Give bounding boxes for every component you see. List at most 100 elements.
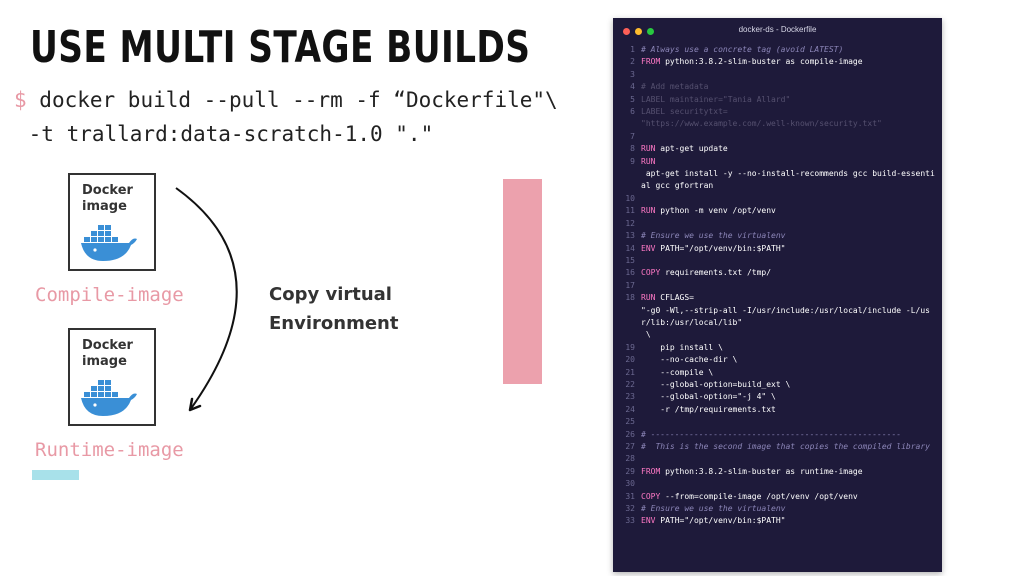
runtime-image-label: Runtime-image <box>35 439 184 461</box>
code-line-text: # Add metadata <box>641 82 709 92</box>
code-line-text <box>641 453 936 465</box>
line-number: 8 <box>630 144 635 154</box>
maximize-window-icon[interactable] <box>647 28 654 35</box>
code-line: 11 RUN python -m venv /opt/venv <box>613 205 942 217</box>
docker-image-box-runtime: Docker image <box>68 328 156 426</box>
code-line-text: -r /tmp/requirements.txt <box>641 404 776 414</box>
code-line-text: # Ensure we use the virtualenv <box>641 504 786 514</box>
line-number: 21 <box>625 367 635 377</box>
line-number: 20 <box>625 355 635 365</box>
window-titlebar: docker-ds - Dockerfile <box>613 18 942 44</box>
line-number <box>613 305 641 330</box>
command-line-1: $ docker build --pull --rm -f “Dockerfil… <box>14 88 558 112</box>
code-line-text: COPY requirements.txt /tmp/ <box>641 268 772 278</box>
slide-title: USE MULTI STAGE BUILDS <box>30 22 531 73</box>
code-line-text: pip install \ <box>641 342 723 352</box>
code-keyword: ENV <box>641 243 656 253</box>
line-number: 25 <box>625 417 635 427</box>
code-line: 1 # Always use a concrete tag (avoid LATE… <box>613 44 942 56</box>
code-line-text: apt-get install -y --no-install-recommen… <box>641 169 935 191</box>
code-line: 31 COPY --from=compile-image /opt/venv /o… <box>613 491 942 503</box>
accent-bar-cyan <box>32 470 79 480</box>
code-line: 8 RUN apt-get update <box>613 143 942 155</box>
line-number: 9 <box>630 156 635 166</box>
code-line: 21 --compile \ <box>613 367 942 379</box>
code-line: 27 # This is the second image that copies… <box>613 441 942 453</box>
code-editor-window: docker-ds - Dockerfile 1 # Always use a c… <box>613 18 942 572</box>
line-number: 12 <box>625 218 635 228</box>
code-line-text: RUN python -m venv /opt/venv <box>641 206 776 216</box>
code-keyword: FROM <box>641 466 661 476</box>
docker-image-label: Docker image <box>82 183 133 214</box>
code-line-text: # This is the second image that copies t… <box>641 442 930 451</box>
code-line: 30 <box>613 478 942 490</box>
code-line: 23 --global-option="-j 4" \ <box>613 391 942 403</box>
minimize-window-icon[interactable] <box>635 28 642 35</box>
code-keyword: RUN <box>641 293 656 303</box>
code-line-text: ENV PATH="/opt/venv/bin:$PATH" <box>641 243 786 253</box>
code-line-text: # Ensure we use the virtualenv <box>641 231 786 241</box>
code-keyword: RUN <box>641 156 656 166</box>
line-number <box>613 329 641 341</box>
code-keyword: ENV <box>641 516 656 526</box>
command-text-1: docker build --pull --rm -f “Dockerfile"… <box>26 88 558 112</box>
line-number: 19 <box>625 342 635 352</box>
line-number: 18 <box>625 293 635 303</box>
code-line-text: --global-option=build_ext \ <box>641 379 791 389</box>
code-line-text: FROM python:3.8.2-slim-buster as runtime… <box>641 466 863 476</box>
code-line: 12 <box>613 218 942 230</box>
line-number: 1 <box>630 45 635 54</box>
docker-image-label: Docker image <box>82 338 133 369</box>
curved-arrow-icon <box>175 187 238 412</box>
code-line-text: LABEL securitytxt= <box>641 107 728 117</box>
line-number: 4 <box>630 82 635 92</box>
code-line: "-g0 -Wl,--strip-all -I/usr/include:/usr… <box>613 305 942 330</box>
code-line-text: --compile \ <box>641 367 714 377</box>
code-line: 20 --no-cache-dir \ <box>613 354 942 366</box>
code-content[interactable]: 1 # Always use a concrete tag (avoid LATE… <box>613 44 942 528</box>
line-number <box>613 118 641 130</box>
code-keyword: RUN <box>641 206 656 216</box>
line-number: 28 <box>625 454 635 464</box>
accent-bar-pink <box>503 179 542 384</box>
line-number: 27 <box>625 442 635 451</box>
window-title: docker-ds - Dockerfile <box>738 25 817 34</box>
code-line: 26 # ------------------------------------… <box>613 429 942 441</box>
code-line: 10 <box>613 193 942 205</box>
code-keyword: RUN <box>641 144 656 154</box>
code-keyword: COPY <box>641 491 661 501</box>
code-keyword: FROM <box>641 57 661 67</box>
code-line: 25 <box>613 416 942 428</box>
code-line-text: COPY --from=compile-image /opt/venv /opt… <box>641 491 858 501</box>
code-line-text: LABEL maintainer="Tania Allard" <box>641 94 791 104</box>
copy-virtual-env-label: Copy virtual Environment <box>269 284 399 334</box>
code-line: 4 # Add metadata <box>613 81 942 93</box>
code-line: 9 RUN <box>613 156 942 168</box>
code-line: 15 <box>613 255 942 267</box>
line-number: 11 <box>625 206 635 216</box>
code-line-text <box>641 218 936 230</box>
code-line-text: RUN <box>641 156 936 168</box>
code-line-text <box>641 131 936 143</box>
docker-whale-icon <box>81 380 137 416</box>
code-line: 13# Ensure we use the virtualenv <box>613 230 942 242</box>
code-line: 17 <box>613 280 942 292</box>
code-line: 22 --global-option=build_ext \ <box>613 379 942 391</box>
line-number: 23 <box>625 392 635 402</box>
line-number: 24 <box>625 404 635 414</box>
code-line-text: # --------------------------------------… <box>641 429 902 439</box>
code-line-text: RUN apt-get update <box>641 144 728 154</box>
code-line-text: "https://www.example.com/.well-known/sec… <box>641 119 882 129</box>
line-number: 10 <box>625 193 635 203</box>
close-window-icon[interactable] <box>623 28 630 35</box>
line-number: 31 <box>625 491 635 501</box>
code-line-text: # Always use a concrete tag (avoid LATES… <box>641 45 844 54</box>
line-number: 26 <box>625 429 635 439</box>
code-line: \ <box>613 329 942 341</box>
line-number: 6 <box>630 107 635 117</box>
line-number: 30 <box>625 479 635 489</box>
